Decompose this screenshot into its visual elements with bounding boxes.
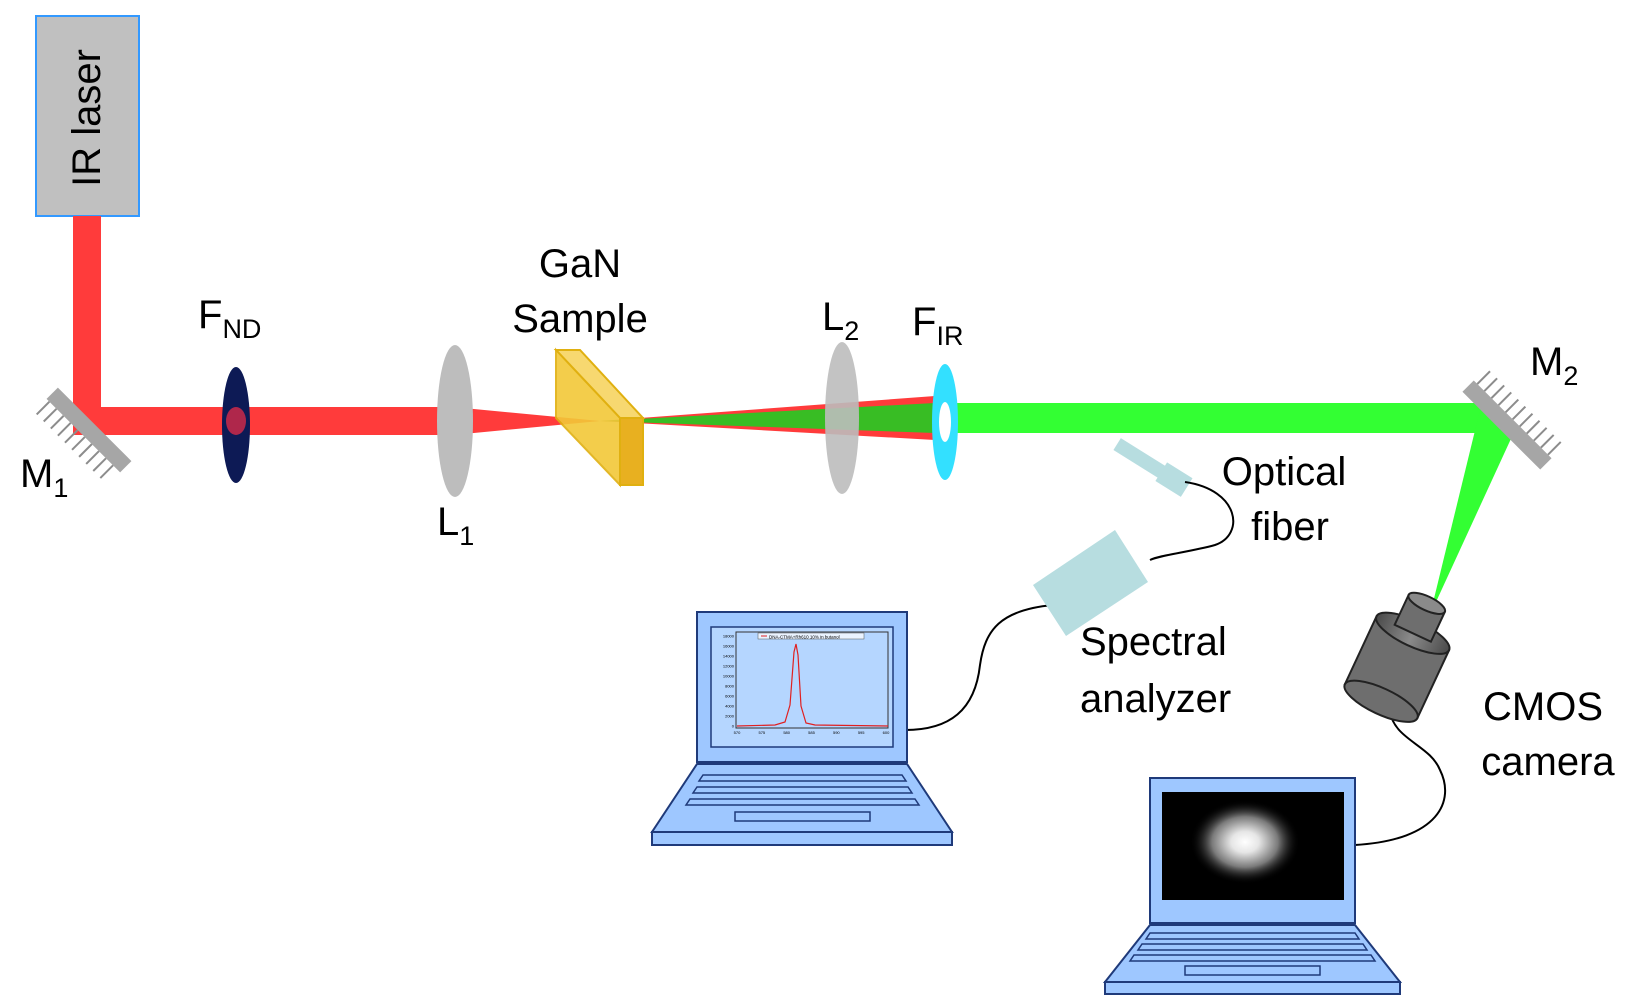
label-camera-line2: camera bbox=[1481, 740, 1615, 784]
label-m2: M2 bbox=[1530, 340, 1578, 391]
spectrum-x-ticks: 570 575 580 585 590 595 600 bbox=[734, 730, 890, 735]
ir-filter bbox=[932, 364, 958, 480]
label-fir: FIR bbox=[912, 300, 963, 351]
spectrum-y-tick: 18000 bbox=[723, 634, 735, 639]
label-l1: L1 bbox=[437, 500, 474, 551]
spectrum-x-tick: 590 bbox=[833, 730, 840, 735]
spectrum-legend: DNA-CTMA+Rh610 10% in butanol bbox=[769, 635, 840, 640]
spectrum-y-tick: 4000 bbox=[725, 704, 735, 709]
label-camera-line1: CMOS bbox=[1483, 685, 1603, 729]
spectrum-y-tick: 2000 bbox=[725, 714, 735, 719]
spectrum-y-tick: 16000 bbox=[723, 644, 735, 649]
spectrum-x-tick: 575 bbox=[758, 730, 765, 735]
spectral-analyzer bbox=[1033, 530, 1148, 636]
nd-filter bbox=[222, 367, 250, 483]
spectrum-y-tick: 12000 bbox=[723, 664, 735, 669]
gan-sample bbox=[553, 347, 646, 488]
label-l2: L2 bbox=[822, 295, 859, 346]
ir-laser-label: IR laser bbox=[65, 49, 109, 187]
label-fiber-line2: fiber bbox=[1251, 505, 1329, 549]
ir-laser: IR laser bbox=[35, 15, 140, 217]
spectrum-curve bbox=[736, 643, 889, 727]
label-analyzer-line1: Spectral bbox=[1080, 620, 1227, 664]
label-gan-line1: GaN bbox=[539, 242, 621, 286]
lens-l2 bbox=[825, 342, 859, 494]
spectrum-plot: DNA-CTMA+Rh610 10% in butanol 18000 16000… bbox=[723, 631, 890, 735]
label-gan-line2: Sample bbox=[512, 297, 648, 341]
label-analyzer-line2: analyzer bbox=[1080, 677, 1231, 721]
laptop-camera bbox=[1102, 777, 1403, 995]
spectrum-x-tick: 585 bbox=[808, 730, 815, 735]
spectrum-y-ticks: 18000 16000 14000 12000 10000 8000 6000 4000 200… bbox=[723, 634, 735, 729]
mirror-m1 bbox=[35, 387, 132, 479]
spectrum-y-tick: 10000 bbox=[723, 674, 735, 679]
laptop-spectrum: DNA-CTMA+Rh610 10% in butanol 18000 16000… bbox=[650, 611, 954, 846]
mirror-m2 bbox=[1462, 370, 1562, 470]
spectrum-y-tick: 8000 bbox=[725, 684, 735, 689]
optical-fiber-tip bbox=[1113, 438, 1193, 497]
spectrum-y-tick: 6000 bbox=[725, 694, 735, 699]
spectrum-legend-box bbox=[757, 632, 865, 640]
label-fnd: FND bbox=[198, 293, 261, 344]
cables bbox=[904, 481, 1447, 846]
beam-spot-image bbox=[1190, 800, 1300, 884]
spectrum-y-tick: 14000 bbox=[723, 654, 735, 659]
spectrum-y-tick: 0 bbox=[732, 724, 735, 729]
cmos-camera bbox=[1343, 591, 1451, 723]
label-fiber-line1: Optical bbox=[1222, 450, 1347, 494]
spectrum-x-tick: 600 bbox=[883, 730, 890, 735]
label-m1: M1 bbox=[20, 452, 68, 503]
lens-l1 bbox=[437, 345, 473, 497]
spectrum-x-tick: 570 bbox=[734, 730, 741, 735]
spectrum-x-tick: 580 bbox=[783, 730, 790, 735]
spectrum-x-tick: 595 bbox=[858, 730, 865, 735]
